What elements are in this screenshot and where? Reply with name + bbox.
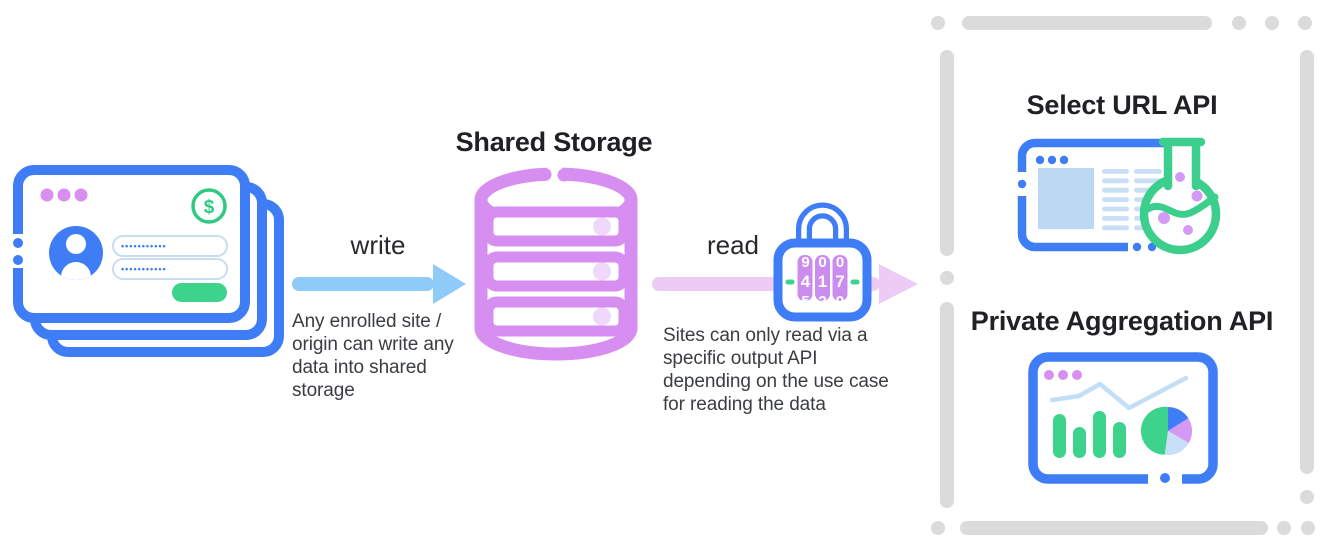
combination-lock-icon: 9 0 0 4 1 7 5 2 9 [773,202,872,322]
database-icon [474,165,638,361]
border-dot [13,238,23,248]
window-dots-icon [1044,370,1082,380]
write-description: Any enrolled site / origin can write any… [292,311,454,401]
write-label: write [350,230,406,260]
svg-text:0: 0 [818,254,826,271]
svg-text:7: 7 [835,272,844,291]
content-placeholder [1038,168,1094,229]
password-value: ••••••••••• [121,241,167,251]
border-dot [13,255,23,265]
svg-text:4: 4 [801,272,811,291]
flask-icon [1139,137,1221,255]
read-description: Sites can only read via a specific outpu… [663,325,889,415]
private-aggregation-api-title: Private Aggregation API [970,306,1274,336]
svg-text:5: 5 [801,293,809,310]
lock-dial-digits: 9 0 0 4 1 7 5 2 9 [801,254,845,310]
login-card-stack-icon: $ [10,165,284,357]
write-arrow-icon [292,264,466,304]
browser-flask-icon [1014,137,1221,255]
dashboard-chart-icon [1028,352,1218,485]
svg-text:2: 2 [818,293,826,310]
shared-storage-title: Shared Storage [455,127,653,157]
bar-chart [1053,411,1126,458]
dollar-icon: $ [191,188,227,224]
flask-bubbles [1158,172,1203,235]
output-boundary-dashed-border [931,16,1315,535]
window-dots-icon [1035,155,1069,165]
read-label: read [706,230,760,260]
svg-text:0: 0 [836,254,844,271]
line-chart [1049,375,1189,411]
svg-text:$: $ [204,197,215,218]
pie-chart [1140,406,1193,456]
window-dots-icon [40,188,88,202]
svg-text:9: 9 [836,293,844,310]
select-url-api-title: Select URL API [1026,90,1218,120]
submit-button-shape [172,283,227,302]
password-field [112,235,228,257]
svg-text:1: 1 [818,272,827,291]
svg-text:9: 9 [801,254,809,271]
database-indicator-dots [593,217,611,326]
password-field [112,258,228,280]
avatar-icon [49,226,103,280]
password-value: ••••••••••• [121,264,167,274]
